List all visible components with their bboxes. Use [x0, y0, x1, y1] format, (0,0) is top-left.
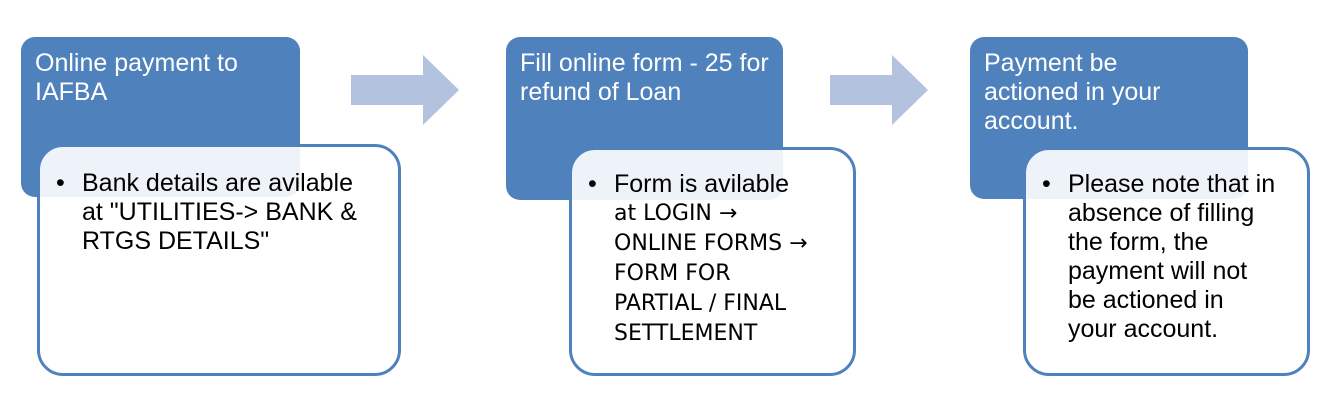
bullet-dot: • — [588, 170, 597, 198]
step-2-title: Fill online form - 25 for refund of Loan — [520, 49, 769, 106]
step-3-bullet-item: • Please note that in absence of filling… — [1042, 170, 1293, 344]
step-2-path-line-5: SETTLEMENT — [614, 321, 758, 346]
step-2-detail-lead: Form is avilable — [614, 170, 790, 198]
step-1-detail-box: • Bank details are avilable at "UTILITIE… — [37, 144, 401, 376]
step-3-detail-text: Please note that in absence of filling t… — [1068, 170, 1276, 343]
arrow-2-icon — [830, 55, 928, 125]
step-1-bullet-item: • Bank details are avilable at "UTILITIE… — [56, 169, 384, 256]
step-3-title: Payment be actioned in your account. — [984, 49, 1161, 135]
step-2-path-line-1: at LOGIN → — [614, 201, 738, 226]
arrow-1-icon — [351, 55, 459, 125]
step-2-path-line-2: ONLINE FORMS → — [614, 231, 808, 256]
step-2-path-line-4: PARTIAL / FINAL — [614, 291, 787, 316]
step-1-detail-text: Bank details are avilable at "UTILITIES-… — [82, 169, 357, 255]
step-3-header: Payment be actioned in your account. — [970, 37, 1248, 199]
step-3-detail-box: • Please note that in absence of filling… — [1023, 147, 1310, 376]
step-2-bullet-item: • Form is avilable at LOGIN → ONLINE FOR… — [588, 170, 839, 349]
step-1-title: Online payment to IAFBA — [35, 49, 238, 106]
bullet-dot: • — [56, 169, 65, 197]
bullet-dot: • — [1042, 170, 1051, 198]
step-2-detail-box: • Form is avilable at LOGIN → ONLINE FOR… — [569, 147, 856, 376]
step-2-path-line-3: FORM FOR — [614, 261, 731, 286]
